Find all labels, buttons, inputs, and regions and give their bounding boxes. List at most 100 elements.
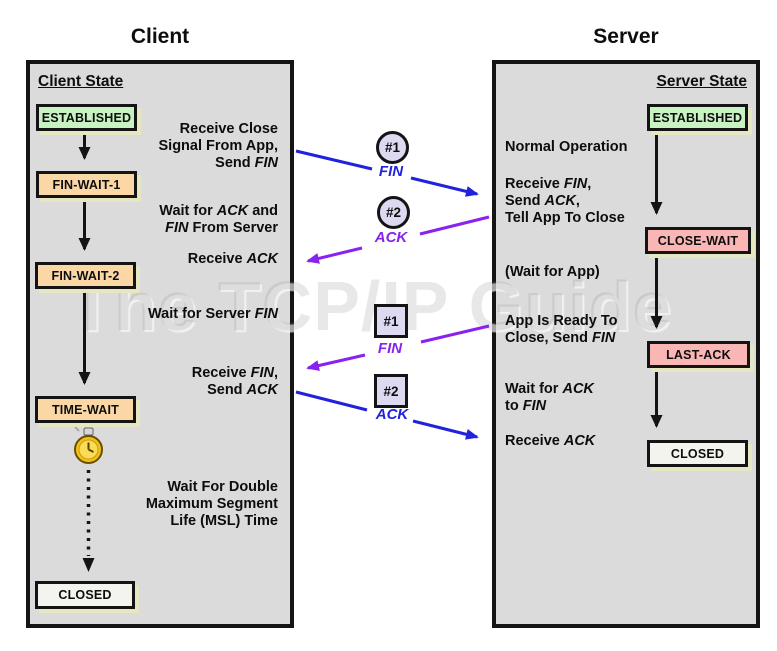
note-line: Wait For Double: [146, 479, 278, 496]
note-line: App Is Ready To: [505, 313, 618, 330]
note-line: Wait for ACK: [505, 381, 594, 398]
text-segment: Life (MSL) Time: [170, 513, 278, 529]
message-2-badge: #2: [377, 196, 410, 229]
note-line: Normal Operation: [505, 139, 627, 156]
server-title: Server: [593, 25, 659, 48]
note-line: Receive Close: [159, 121, 278, 138]
client-state-closed: CLOSED: [35, 581, 135, 609]
msg1-fin-line-right: [410, 176, 479, 197]
note-line: FIN From Server: [159, 220, 278, 237]
note-line: Signal From App,: [159, 138, 279, 155]
server-state-header: Server State: [656, 73, 747, 90]
client-title: Client: [130, 25, 190, 48]
note-wait-ack-to-fin: Wait for ACK to FIN: [505, 381, 594, 415]
text-segment: Normal Operation: [505, 139, 628, 155]
note-app-ready-send-fin: App Is Ready To Close, Send FIN: [505, 313, 618, 347]
text-segment: ,: [575, 193, 580, 209]
text-segment: Receive: [505, 433, 564, 449]
client-state-fin-wait-1: FIN-WAIT-1: [36, 171, 137, 198]
note-line: Send FIN: [159, 155, 278, 172]
ack-text: ACK: [246, 382, 278, 398]
note-line: Life (MSL) Time: [146, 513, 278, 530]
msg3-fin-line-left: [306, 353, 366, 371]
note-wait-ack-fin: Wait for ACK and FIN From Server: [159, 203, 278, 237]
fin-text: FIN: [250, 365, 274, 381]
text-segment: ,: [273, 365, 278, 381]
ack-text: ACK: [562, 381, 594, 397]
ack-text: ACK: [544, 193, 576, 209]
message-1-fin-label: FIN: [378, 163, 404, 180]
ack-text: ACK: [216, 203, 249, 219]
note-receive-ack: Receive ACK: [188, 251, 278, 268]
note-line: Receive ACK: [505, 433, 595, 450]
text-segment: From Server: [188, 220, 278, 236]
note-line: Receive FIN,: [192, 365, 278, 382]
server-state-close-wait: CLOSE-WAIT: [645, 227, 751, 254]
text-segment: Wait for: [505, 381, 563, 397]
fin-text: FIN: [592, 330, 616, 346]
msg4-ack-line-left: [295, 390, 368, 412]
text-segment: (Wait for App): [505, 264, 600, 280]
ack-text: ACK: [246, 251, 278, 267]
fin-text: FIN: [254, 155, 278, 171]
note-wait-server-fin: Wait for Server FIN: [148, 306, 278, 323]
client-state-time-wait: TIME-WAIT: [35, 396, 136, 423]
server-state-last-ack: LAST-ACK: [647, 341, 750, 368]
note-line: Receive ACK: [188, 251, 278, 268]
message-3-fin-label: FIN: [377, 340, 403, 357]
client-state-established: ESTABLISHED: [36, 104, 137, 131]
text-segment: Wait for Server: [148, 306, 255, 322]
text-segment: Signal From App,: [158, 138, 279, 154]
note-wait-double-msl: Wait For Double Maximum Segment Life (MS…: [146, 479, 278, 530]
text-segment: and: [248, 203, 278, 219]
text-segment: Receive Close: [179, 121, 278, 137]
note-line: to FIN: [505, 398, 594, 415]
msg4-ack-line-right: [412, 419, 479, 440]
client-state-header: Client State: [38, 73, 124, 90]
text-segment: Receive: [187, 251, 247, 267]
client-state-fin-wait-2: FIN-WAIT-2: [35, 262, 136, 289]
text-segment: ,: [587, 176, 592, 192]
fin-text: FIN: [165, 220, 189, 236]
text-segment: Wait For Double: [167, 479, 278, 495]
note-line: Tell App To Close: [505, 210, 625, 227]
server-state-closed: CLOSED: [647, 440, 748, 467]
text-segment: Send: [207, 382, 247, 398]
text-segment: Maximum Segment: [145, 496, 278, 512]
note-normal-operation: Normal Operation: [505, 139, 627, 156]
note-line: Send ACK,: [505, 193, 625, 210]
message-4-ack-label: ACK: [375, 406, 409, 423]
note-server-receive-ack: Receive ACK: [505, 433, 595, 450]
text-segment: Close, Send: [505, 330, 593, 346]
text-segment: Receive: [191, 365, 251, 381]
text-segment: Send: [215, 155, 255, 171]
server-state-established: ESTABLISHED: [647, 104, 748, 131]
note-wait-for-app: (Wait for App): [505, 264, 600, 281]
fin-text: FIN: [563, 176, 588, 192]
note-line: Close, Send FIN: [505, 330, 618, 347]
watermark: The TCP/IP Guide: [70, 267, 673, 345]
msg2-ack-line-right: [419, 215, 490, 236]
note-receive-fin-send-ack-tell-app: Receive FIN, Send ACK, Tell App To Close: [505, 176, 625, 227]
text-segment: Tell App To Close: [505, 210, 625, 226]
text-segment: Receive: [505, 176, 564, 192]
note-line: Maximum Segment: [146, 496, 278, 513]
message-3-badge: #1: [374, 304, 408, 338]
msg2-ack-line-left: [306, 246, 363, 264]
text-segment: App Is Ready To: [505, 313, 618, 329]
message-1-badge: #1: [376, 131, 409, 164]
note-line: Send ACK: [192, 382, 278, 399]
note-receive-close-signal: Receive Close Signal From App, Send FIN: [159, 121, 279, 172]
message-2-ack-label: ACK: [374, 229, 408, 246]
note-line: (Wait for App): [505, 264, 600, 281]
note-line: Wait for Server FIN: [148, 306, 278, 323]
text-segment: Send: [505, 193, 545, 209]
note-receive-fin-send-ack: Receive FIN, Send ACK: [192, 365, 278, 399]
note-line: Wait for ACK and: [159, 203, 278, 220]
fin-text: FIN: [522, 398, 547, 414]
client-panel: [26, 60, 294, 628]
note-line: Receive FIN,: [505, 176, 625, 193]
ack-text: ACK: [563, 433, 596, 449]
fin-text: FIN: [254, 306, 278, 322]
